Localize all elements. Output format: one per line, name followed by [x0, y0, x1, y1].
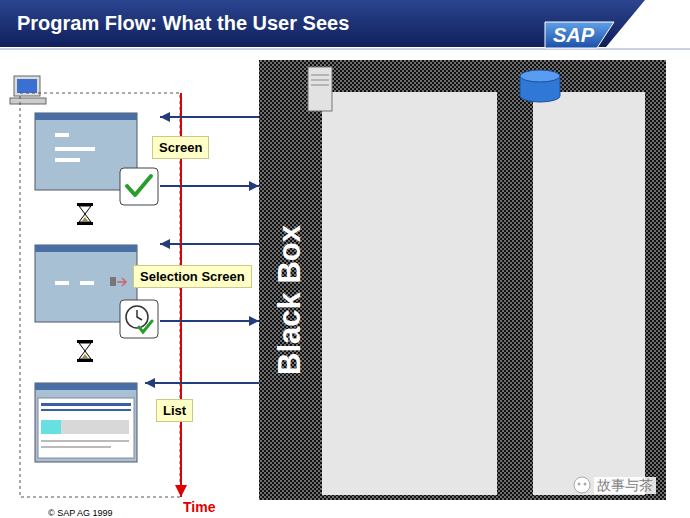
screen-window — [55, 133, 69, 137]
list-window — [41, 446, 111, 448]
black-box-ground — [259, 60, 666, 500]
screen-node: Selection Screen — [35, 245, 160, 340]
watermark-icon — [574, 477, 590, 493]
flow-arrow — [160, 185, 259, 187]
label-holder: SAP — [553, 24, 594, 46]
list-window — [35, 383, 137, 462]
list-window — [38, 398, 134, 458]
execute-button — [120, 300, 158, 338]
hourglass — [79, 206, 91, 222]
list-window — [41, 409, 131, 411]
black-box-ground — [259, 60, 666, 500]
server-icon — [308, 67, 332, 111]
computer-icon — [10, 98, 46, 104]
database-icon — [520, 70, 560, 102]
flow-arrow — [160, 116, 259, 118]
title-bar — [0, 49, 690, 50]
label-holder: 故事与茶 — [594, 476, 656, 494]
sap-logo — [545, 22, 614, 48]
flow-arrow — [160, 243, 259, 245]
hourglass — [79, 343, 91, 359]
black-box-title: Black Box — [273, 225, 307, 375]
computer-icon — [10, 76, 46, 104]
list-window — [41, 420, 129, 434]
server-icon — [311, 75, 329, 76]
watermark-icon — [578, 483, 581, 486]
hourglass — [77, 340, 93, 362]
server-icon — [311, 85, 329, 86]
selection-screen-window — [117, 278, 126, 286]
watermark-icon — [574, 477, 590, 493]
sap-logo — [545, 22, 614, 48]
server-icon — [311, 80, 329, 81]
execute-button — [137, 310, 142, 320]
screen-tag: Screen — [152, 136, 209, 159]
hourglass — [82, 217, 88, 221]
screen-window — [55, 158, 80, 162]
selection-screen-window — [80, 281, 94, 285]
time-label: Time — [183, 499, 215, 515]
black-box: Black Box — [259, 60, 666, 500]
execute-button — [139, 321, 152, 332]
list-window — [41, 420, 61, 434]
hourglass — [77, 222, 93, 225]
execute-button — [120, 300, 158, 338]
screen-tag: Selection Screen — [133, 265, 252, 288]
database-icon — [520, 70, 560, 82]
execute-button — [126, 306, 148, 328]
selection-screen-window — [35, 245, 137, 252]
screen-window — [55, 147, 95, 151]
screen-node: Screen — [35, 113, 160, 205]
computer-icon — [17, 79, 37, 93]
screen-tag: List — [156, 399, 193, 422]
check-button — [120, 168, 158, 205]
title-bar — [0, 0, 645, 47]
list-window — [35, 383, 137, 390]
flow-arrow — [160, 320, 259, 322]
title-holder: Program Flow: What the User Sees — [17, 11, 349, 35]
hourglass — [82, 354, 88, 358]
black-box-ground — [322, 92, 497, 495]
black-box-ground — [533, 92, 645, 495]
list-window — [41, 440, 129, 442]
selection-screen-window — [55, 281, 69, 285]
hourglass — [77, 359, 93, 362]
watermark: 故事与茶 — [594, 477, 656, 494]
server-icon — [308, 67, 332, 111]
logo-text: SAP — [553, 24, 594, 46]
list-window — [41, 403, 131, 406]
copyright-note: © SAP AG 1999 — [48, 508, 113, 518]
label-holder: Time — [183, 498, 215, 516]
slide-title: Program Flow: What the User Sees — [17, 11, 349, 35]
selection-screen-window — [110, 277, 116, 286]
list-window — [35, 383, 137, 462]
watermark-icon — [584, 483, 587, 486]
check-button — [120, 168, 158, 205]
check-button — [127, 176, 151, 195]
screen-window — [35, 113, 137, 120]
flow-arrow — [145, 382, 259, 384]
label-holder: © SAP AG 1999 — [48, 502, 113, 518]
screen-node: List — [35, 380, 145, 464]
hourglass — [77, 203, 93, 225]
title-bar — [0, 0, 690, 49]
